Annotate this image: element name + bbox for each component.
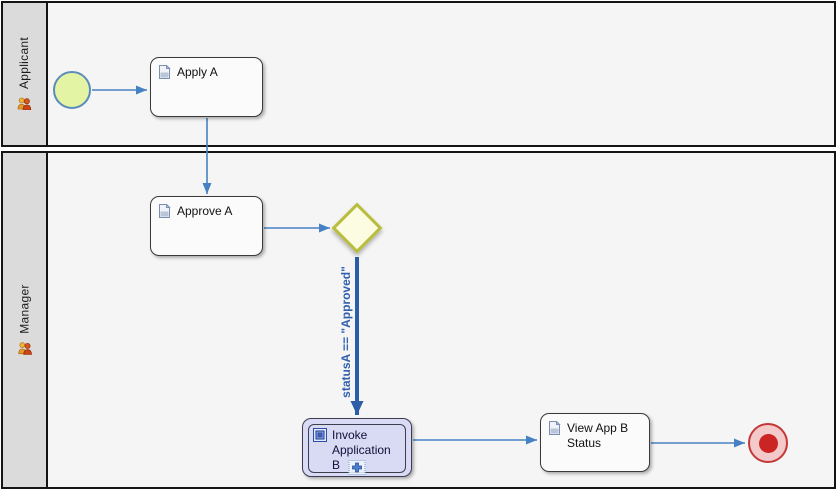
task-label: Invoke Application B [332,428,391,472]
application-icon [313,428,327,442]
subprocess-inner-border: Invoke Application B [308,424,406,475]
document-icon [548,421,561,435]
task-label: View App B Status [567,421,629,450]
task-apply-a[interactable]: Apply A [150,57,263,117]
document-icon [158,204,171,218]
people-icon [17,97,32,111]
lane-header-manager[interactable]: Manager [3,153,48,487]
task-view-app-b-status[interactable]: View App B Status [540,413,650,472]
lane-label-group: Applicant [18,37,32,111]
flow-condition-label: statusA == "Approved" [339,266,353,398]
lane-label-manager: Manager [17,284,32,334]
end-event[interactable] [748,423,788,463]
task-label: Apply A [177,65,218,79]
start-event[interactable] [53,71,91,109]
people-icon [17,342,32,355]
expand-subprocess-plus-icon[interactable] [348,460,366,475]
task-label: Approve A [177,204,233,218]
subprocess-invoke-application-b[interactable]: Invoke Application B [302,418,412,477]
lane-applicant: Applicant [1,1,836,147]
document-icon [158,65,171,79]
end-event-inner-circle [758,433,778,453]
task-approve-a[interactable]: Approve A [150,196,263,256]
lane-label-group: Manager [18,284,32,355]
lane-manager: Manager [1,151,836,489]
lane-label-applicant: Applicant [17,36,32,90]
lane-header-applicant[interactable]: Applicant [3,3,48,145]
